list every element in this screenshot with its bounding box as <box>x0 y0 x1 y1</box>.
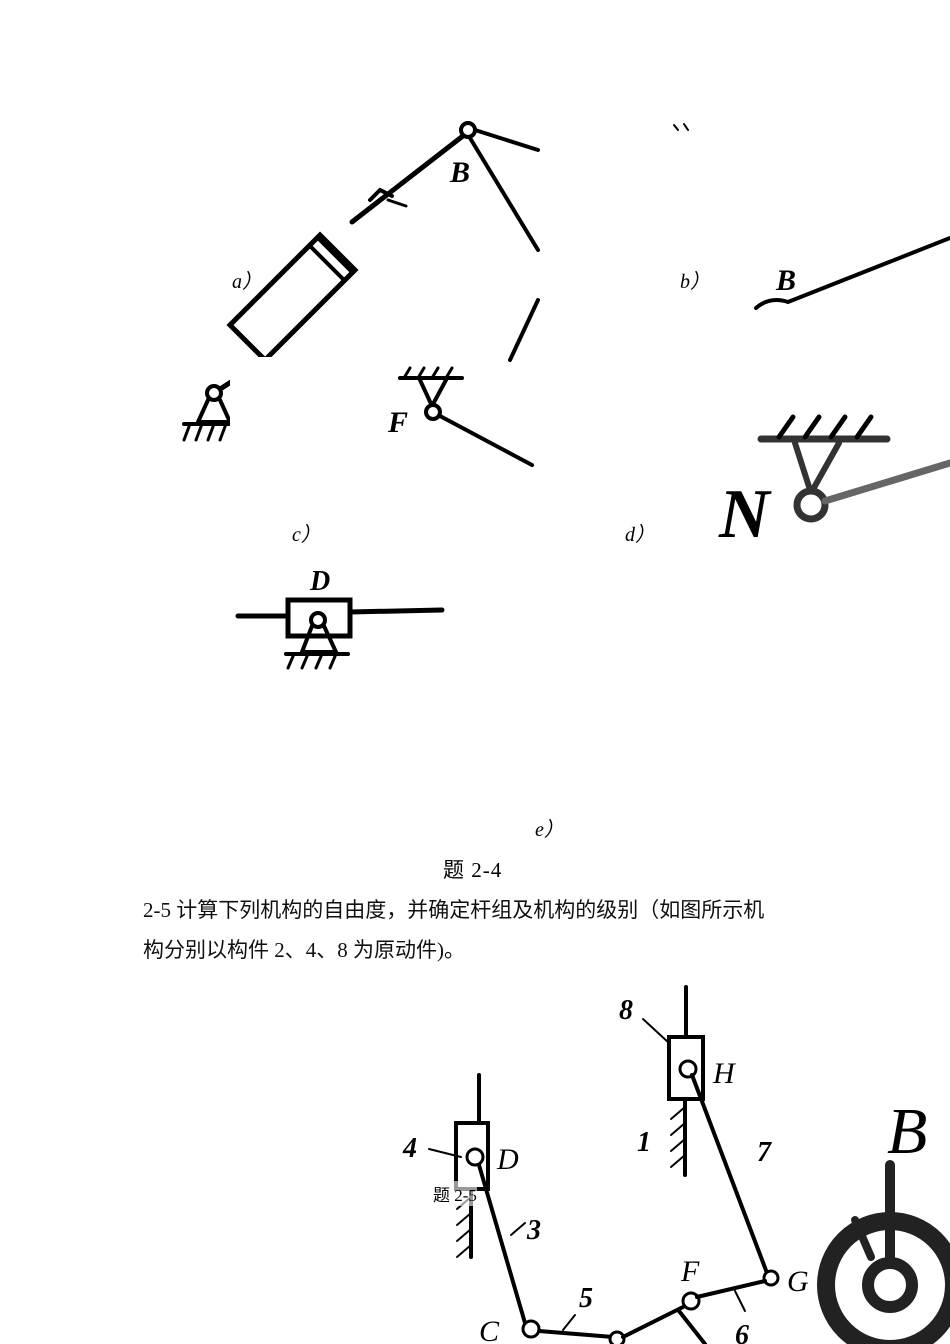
member-label-4: 4 <box>402 1133 417 1164</box>
figure-2-4b: B <box>673 123 950 310</box>
member-label-8: 8 <box>619 995 633 1026</box>
joint-label-C: C <box>479 1315 500 1344</box>
member-label-6: 6 <box>735 1320 749 1344</box>
joint-label-B-b: B <box>775 264 796 297</box>
figure-2-4c: D <box>235 566 445 670</box>
joint-label-H: H <box>712 1057 737 1090</box>
figure-2-4d-sublabel: d） <box>625 524 655 546</box>
figure-2-4a: B F <box>182 121 540 470</box>
member-label-3: 3 <box>526 1215 541 1246</box>
problem-2-5-text: 2-5 计算下列机构的自由度，并确定杆组及机构的级别（如图所示机 构分别以构件 … <box>143 893 823 967</box>
side-label-B: B <box>887 1095 927 1168</box>
joint-label-N: N <box>718 476 772 553</box>
figure-2-4e-sublabel: e） <box>535 819 564 841</box>
figure-caption-2-5-overlay: 题 2-5 <box>433 1181 477 1206</box>
figure-2-4b-sublabel: b） <box>680 271 710 293</box>
member-label-7: 7 <box>757 1137 772 1168</box>
figure-caption-2-4: 题 2-4 <box>443 858 503 882</box>
problem-2-5-line-2: 构分别以构件 2、4、8 为原动件)。 <box>143 938 465 962</box>
joint-label-F: F <box>387 406 408 439</box>
joint-label-B: B <box>449 156 470 189</box>
joint-label-F: F <box>680 1255 700 1288</box>
joint-label-D-c: D <box>309 566 330 597</box>
figure-2-4d: N <box>718 414 950 553</box>
figure-2-5: 8 4 1 7 3 5 6 H D G F C B <box>402 985 950 1344</box>
member-label-1: 1 <box>637 1127 651 1158</box>
figure-2-4a-sublabel: a） <box>232 271 262 293</box>
joint-label-G: G <box>787 1265 809 1298</box>
joint-label-D: D <box>496 1143 519 1176</box>
member-label-5: 5 <box>579 1283 593 1314</box>
problem-2-5-line-1: 2-5 计算下列机构的自由度，并确定杆组及机构的级别（如图所示机 <box>143 898 765 922</box>
figure-2-4c-sublabel: c） <box>292 524 321 546</box>
